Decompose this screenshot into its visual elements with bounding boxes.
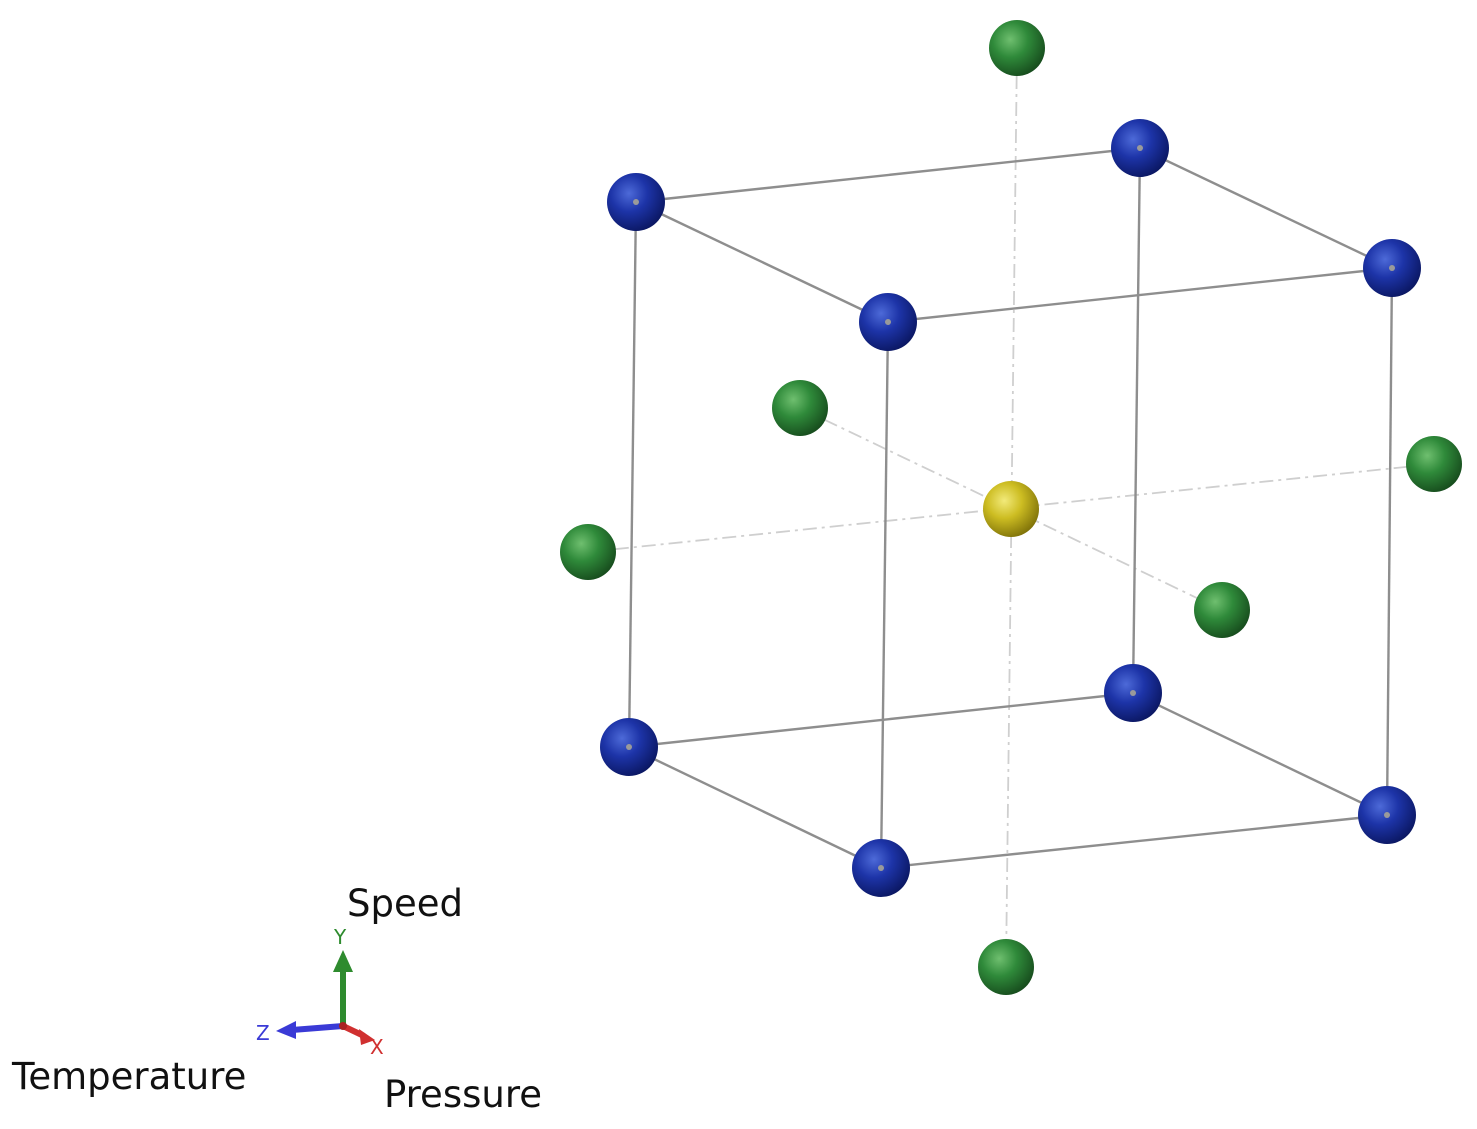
axial-point <box>989 20 1045 76</box>
vertex-marker <box>626 744 632 750</box>
cube-edge <box>635 146 1141 204</box>
z-axis-letter: Z <box>256 1021 270 1045</box>
speed-label: Speed <box>347 882 463 925</box>
cube-edge <box>628 745 882 870</box>
vertex-marker <box>1389 265 1395 271</box>
vertex-marker <box>633 199 639 205</box>
temperature-label: Temperature <box>11 1055 246 1098</box>
vertex-marker <box>878 865 884 871</box>
x-arrow-head <box>359 1029 375 1045</box>
y-axis-letter: Y <box>333 925 347 949</box>
cube-edge <box>880 813 1388 870</box>
axis-triad: Y Z X <box>256 925 384 1059</box>
axial-point <box>772 380 828 436</box>
cube-edge <box>627 201 638 748</box>
vertex-marker <box>1384 812 1390 818</box>
vertex-markers <box>626 145 1395 871</box>
triad-origin <box>339 1022 347 1030</box>
axial-point <box>1194 582 1250 638</box>
axial-point <box>1406 436 1462 492</box>
cube-edge <box>1131 147 1142 694</box>
x-axis-letter: X <box>370 1035 384 1059</box>
axial-points <box>560 20 1462 995</box>
cube-edge <box>628 691 1134 749</box>
pressure-label: Pressure <box>384 1073 542 1116</box>
z-axis-arrow <box>291 1023 344 1033</box>
cube-edge <box>1132 691 1388 817</box>
cube-edge <box>1139 146 1393 270</box>
y-arrow-head <box>333 950 353 972</box>
center-point <box>983 481 1039 537</box>
cube-edge <box>879 321 890 869</box>
cube-edge <box>887 266 1393 324</box>
axial-line-depth <box>799 407 1223 611</box>
z-arrow-head <box>276 1021 296 1039</box>
cube-edges <box>627 146 1394 870</box>
vertex-marker <box>1137 145 1143 151</box>
cube-edge <box>1385 267 1394 816</box>
axial-point <box>978 939 1034 995</box>
vertex-marker <box>1130 690 1136 696</box>
vertex-marker <box>885 319 891 325</box>
cube-edge <box>635 200 889 324</box>
axial-point <box>560 524 616 580</box>
